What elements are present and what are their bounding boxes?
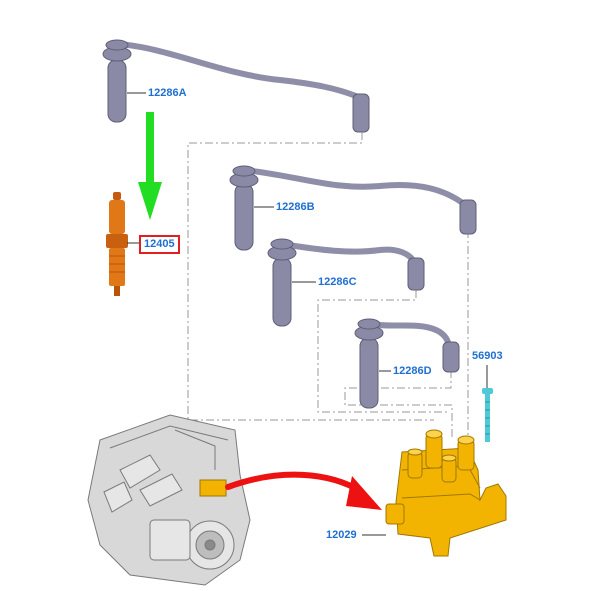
red-location-arrowhead bbox=[346, 476, 382, 510]
callout-lead-d: 12286D bbox=[393, 365, 432, 377]
red-location-arrow bbox=[225, 471, 365, 495]
coil-bolt-56903 bbox=[482, 388, 493, 442]
ignition-lead-12286d bbox=[354, 318, 460, 409]
ignition-lead-12286b bbox=[229, 165, 477, 251]
callout-lead-b: 12286B bbox=[276, 201, 315, 213]
engine-assembly bbox=[87, 414, 251, 586]
callout-ignition-coil: 12029 bbox=[326, 529, 357, 541]
callout-lead-c: 12286C bbox=[318, 276, 357, 288]
callout-bolt: 56903 bbox=[472, 350, 503, 362]
callout-leaders bbox=[127, 92, 488, 536]
ignition-lead-12286a bbox=[102, 39, 370, 133]
green-direction-arrow bbox=[138, 112, 162, 220]
ignition-coil-12029 bbox=[385, 429, 507, 557]
callout-lead-a: 12286A bbox=[148, 87, 187, 99]
ignition-lead-12286c bbox=[267, 238, 425, 327]
spark-plug-12405 bbox=[106, 192, 128, 296]
callout-spark-plug: 12405 bbox=[139, 235, 180, 254]
assembly-guide-lines bbox=[187, 132, 469, 437]
